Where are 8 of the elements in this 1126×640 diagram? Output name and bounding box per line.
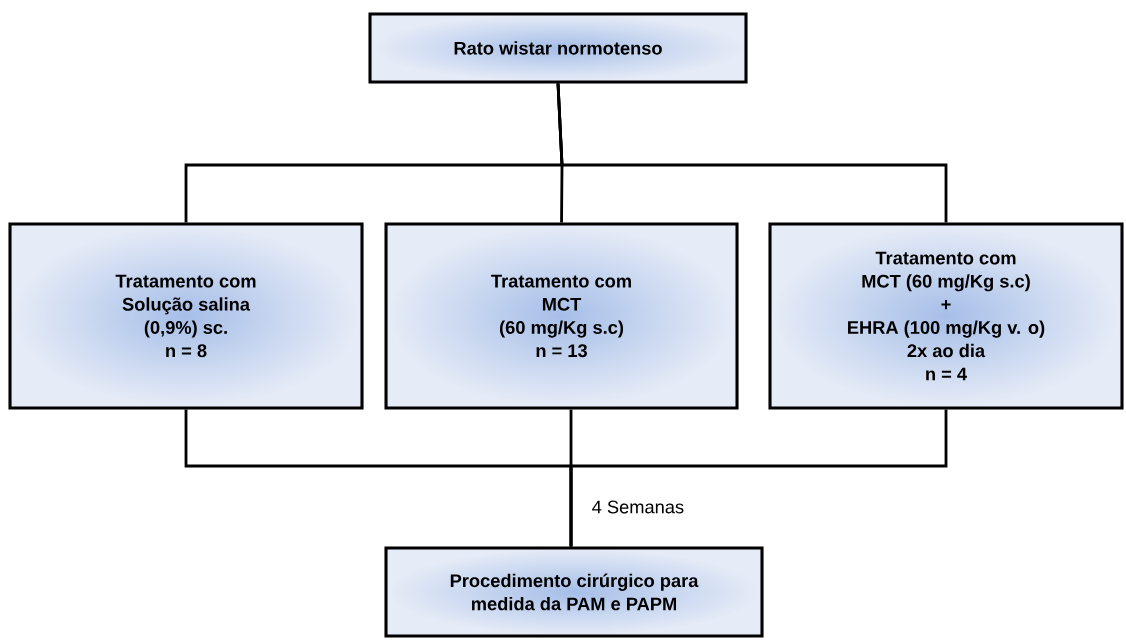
process-box: Tratamento com MCT (60 mg/Kg s.c) n = 13 (384, 222, 739, 410)
connector-line (569, 409, 948, 547)
process-box: Procedimento cirúrgico para medida da PAM e PAPM (384, 546, 764, 638)
process-box: Tratamento com Solução salina (0,9%) sc. n = 8 (8, 222, 364, 410)
process-box: Rato wistar normotenso (368, 12, 748, 84)
process-box: Tratamento com MCT (60 mg/Kg s.c) + EHRA (100 mg/Kg v. o) 2x ao dia n = 4 (768, 222, 1124, 410)
connector-line (556, 83, 948, 223)
edge-label: 4 Semanas (592, 500, 684, 514)
